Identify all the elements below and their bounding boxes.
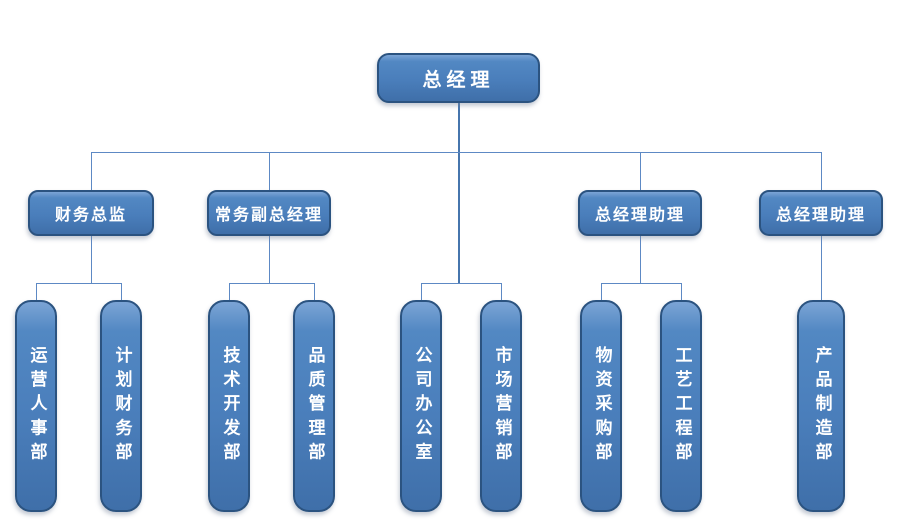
org-node-label: 常务副总经理 xyxy=(214,205,323,224)
org-node-label: 公司办公室 xyxy=(411,345,432,467)
connector-drop-dept-4 xyxy=(314,283,315,300)
org-node-finance-director[interactable]: 财务总监 xyxy=(28,190,154,236)
connector-rail-deputy-group xyxy=(229,283,314,284)
connector-drop-finance-director xyxy=(91,152,92,190)
connector-drop-dept-2 xyxy=(121,283,122,300)
connector-root-stem xyxy=(458,103,460,283)
org-node-label: 市场营销部 xyxy=(491,345,512,467)
connector-drop-dept-7 xyxy=(601,283,602,300)
connector-drop-dept-3 xyxy=(229,283,230,300)
org-node-general-manager[interactable]: 总经理 xyxy=(377,53,540,103)
org-node-label: 产品制造部 xyxy=(811,345,832,467)
connector-rail-assistant1-group xyxy=(601,283,681,284)
org-node-dept-company-office[interactable]: 公司办公室 xyxy=(400,300,442,512)
connector-stem-assistant-2 xyxy=(821,236,822,300)
org-node-dept-marketing[interactable]: 市场营销部 xyxy=(480,300,522,512)
org-node-dept-process-engineering[interactable]: 工艺工程部 xyxy=(660,300,702,512)
connector-rail-finance-group xyxy=(36,283,121,284)
connector-drop-dept-8 xyxy=(681,283,682,300)
org-node-label: 技术开发部 xyxy=(219,345,240,467)
org-node-dept-product-manufacturing[interactable]: 产品制造部 xyxy=(797,300,845,512)
org-node-label: 计划财务部 xyxy=(111,345,132,467)
connector-drop-assistant-1 xyxy=(640,152,641,190)
org-node-dept-quality-management[interactable]: 品质管理部 xyxy=(293,300,335,512)
org-node-label: 总经理助理 xyxy=(594,205,685,224)
connector-drop-dept-6 xyxy=(501,283,502,300)
org-node-dept-operations-hr[interactable]: 运营人事部 xyxy=(15,300,57,512)
org-node-label: 总经理助理 xyxy=(775,205,866,224)
connector-stem-deputy-gm xyxy=(269,236,270,283)
org-node-label: 运营人事部 xyxy=(26,345,47,467)
org-node-gm-assistant-2[interactable]: 总经理助理 xyxy=(759,190,883,236)
org-node-label: 总经理 xyxy=(422,68,495,91)
connector-drop-assistant-2 xyxy=(821,152,822,190)
org-node-dept-materials-procurement[interactable]: 物资采购部 xyxy=(580,300,622,512)
connector-drop-deputy-gm xyxy=(269,152,270,190)
org-node-deputy-general-manager[interactable]: 常务副总经理 xyxy=(207,190,331,236)
connector-rail-gm-group xyxy=(421,283,501,284)
connector-stem-assistant-1 xyxy=(640,236,641,283)
org-node-dept-planning-finance[interactable]: 计划财务部 xyxy=(100,300,142,512)
org-node-label: 财务总监 xyxy=(54,205,127,224)
connector-drop-dept-1 xyxy=(36,283,37,300)
connector-stem-finance-director xyxy=(91,236,92,283)
org-node-dept-tech-development[interactable]: 技术开发部 xyxy=(208,300,250,512)
org-node-label: 物资采购部 xyxy=(591,345,612,467)
org-node-gm-assistant-1[interactable]: 总经理助理 xyxy=(578,190,702,236)
connector-level2-rail xyxy=(91,152,821,153)
org-node-label: 品质管理部 xyxy=(304,345,325,467)
org-node-label: 工艺工程部 xyxy=(671,345,692,467)
connector-drop-dept-5 xyxy=(421,283,422,300)
